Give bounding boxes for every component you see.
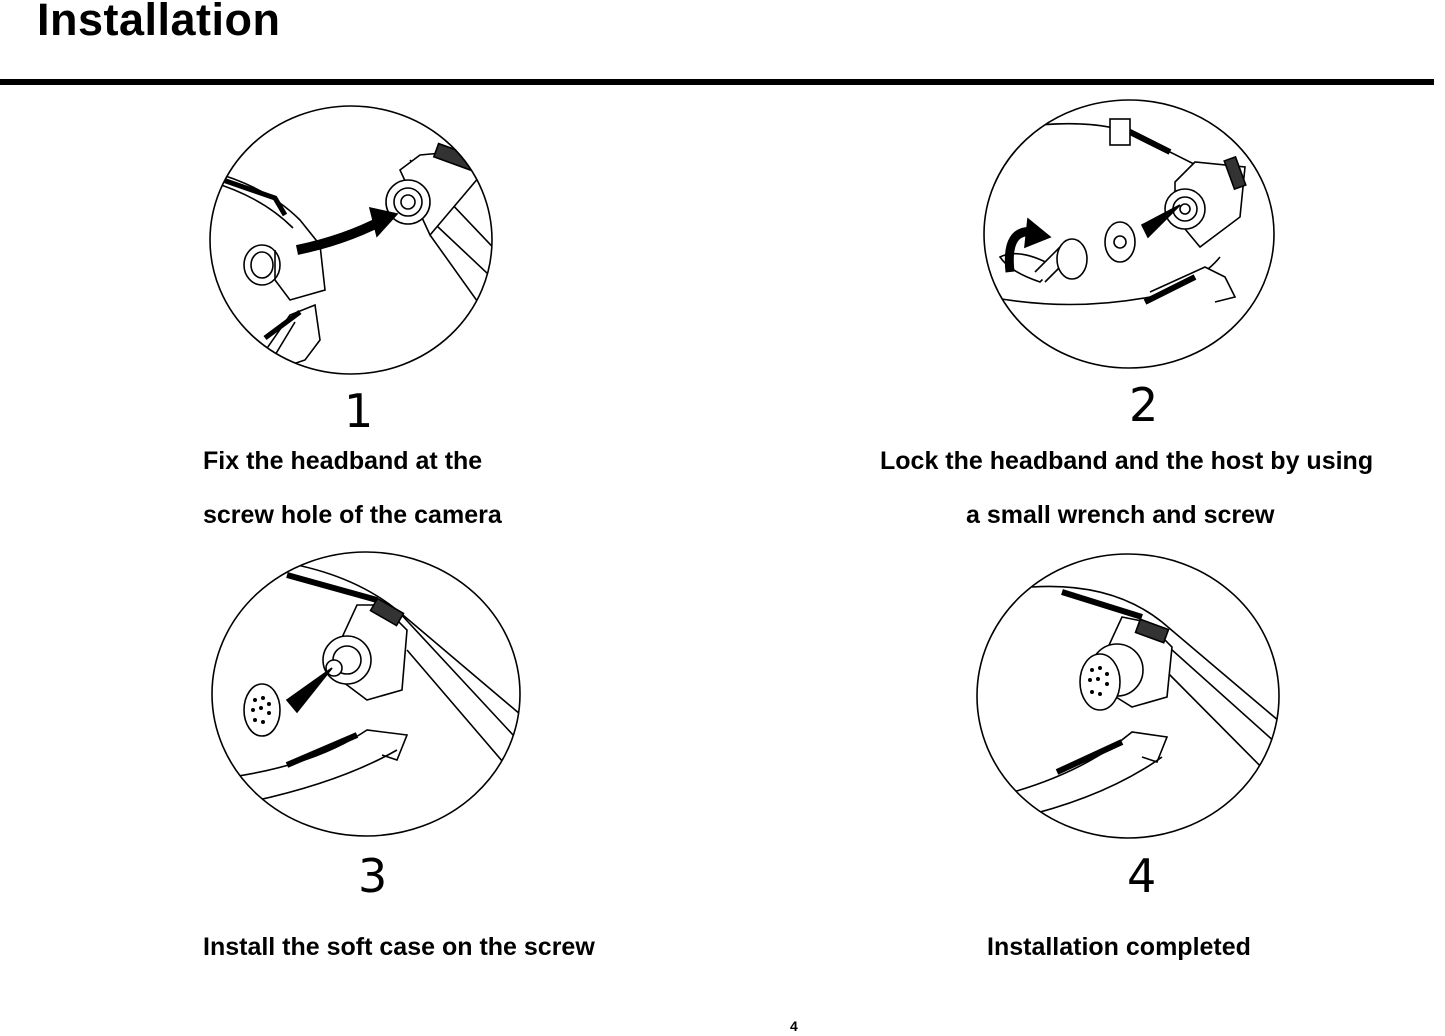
step-1-number: 1 bbox=[344, 384, 374, 438]
step-1-caption-line-2: screw hole of the camera bbox=[203, 501, 502, 529]
step-1-illustration bbox=[205, 100, 500, 380]
step-2-illustration bbox=[980, 97, 1280, 377]
step-4-illustration bbox=[972, 552, 1286, 844]
title-divider bbox=[0, 79, 1434, 85]
step-3-illustration bbox=[207, 550, 527, 842]
step-2-caption-line-1: Lock the headband and the host by using bbox=[880, 447, 1374, 475]
step-4-number: 4 bbox=[1127, 849, 1157, 903]
step-2-number: 2 bbox=[1129, 378, 1159, 432]
step-3-caption: Install the soft case on the screw bbox=[203, 933, 595, 961]
step-3-number: 3 bbox=[358, 849, 388, 903]
step-2-caption-line-2: a small wrench and screw bbox=[966, 501, 1275, 529]
step-4-caption: Installation completed bbox=[987, 933, 1251, 961]
page-number: 4 bbox=[790, 1018, 798, 1034]
step-1-caption-line-1: Fix the headband at the bbox=[203, 447, 483, 475]
page-title: Installation bbox=[37, 0, 281, 45]
